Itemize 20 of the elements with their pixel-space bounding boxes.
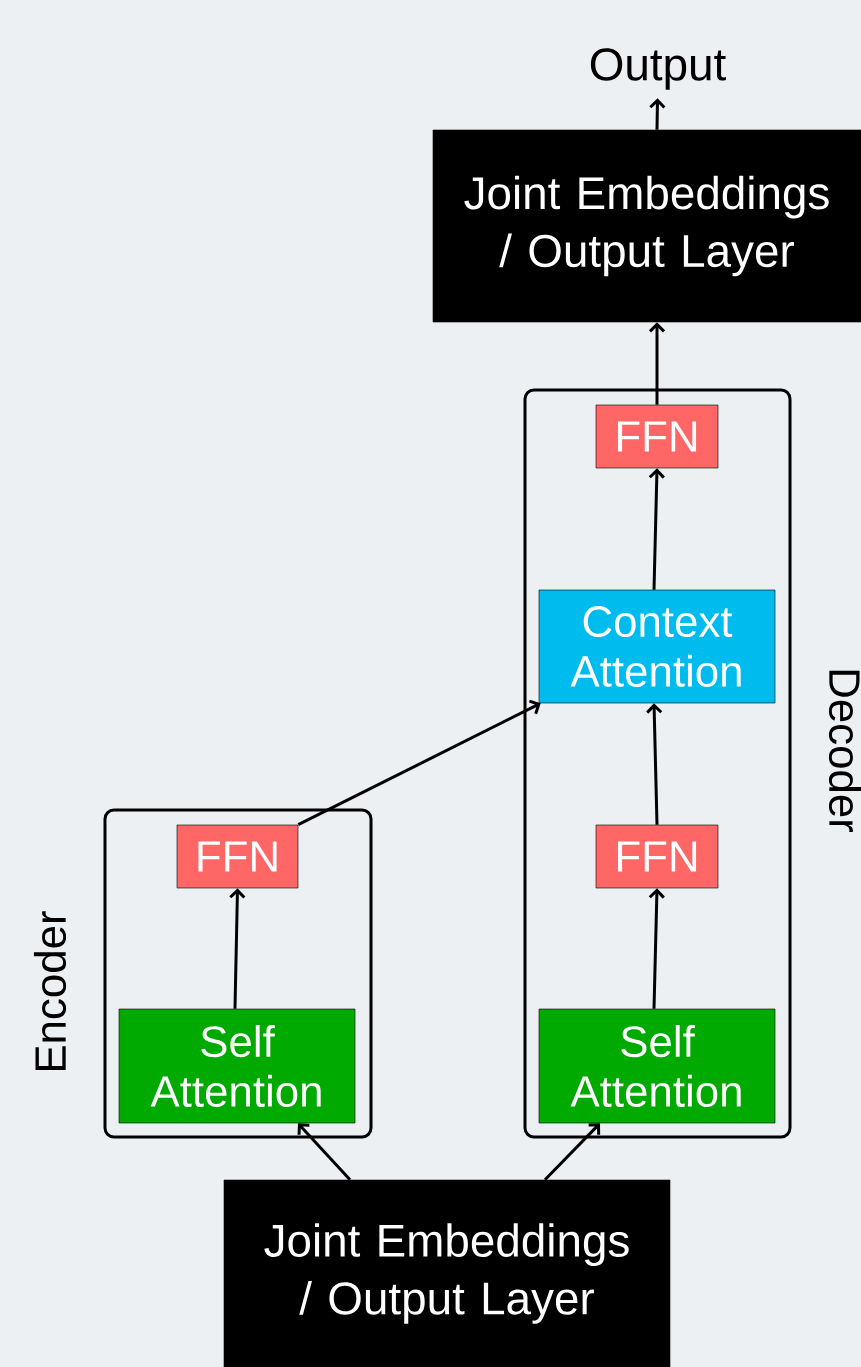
self-attention-box: Self Attention — [538, 1008, 776, 1124]
arrow — [297, 699, 541, 827]
input-layer-box: Joint Embeddings / Output Layer — [223, 1179, 671, 1367]
ffn-box: FFN — [595, 404, 719, 469]
arrow — [648, 468, 665, 590]
node-label: Encoder — [33, 911, 67, 1071]
arrow — [543, 1123, 601, 1181]
output-label: Output — [590, 48, 726, 90]
arrow — [646, 703, 663, 825]
self-attention-box: Self Attention — [118, 1008, 356, 1124]
arrow — [648, 888, 665, 1009]
arrow — [297, 1123, 352, 1181]
arrow — [229, 888, 246, 1009]
context-attention-box: Context Attention — [538, 589, 776, 704]
ffn-box: FFN — [176, 824, 299, 889]
output-layer-box: Joint Embeddings / Output Layer — [432, 129, 861, 323]
arrow — [649, 98, 666, 130]
ffn-box: FFN — [595, 824, 719, 889]
node-label: Decoder — [828, 670, 861, 833]
arrow — [648, 322, 666, 405]
